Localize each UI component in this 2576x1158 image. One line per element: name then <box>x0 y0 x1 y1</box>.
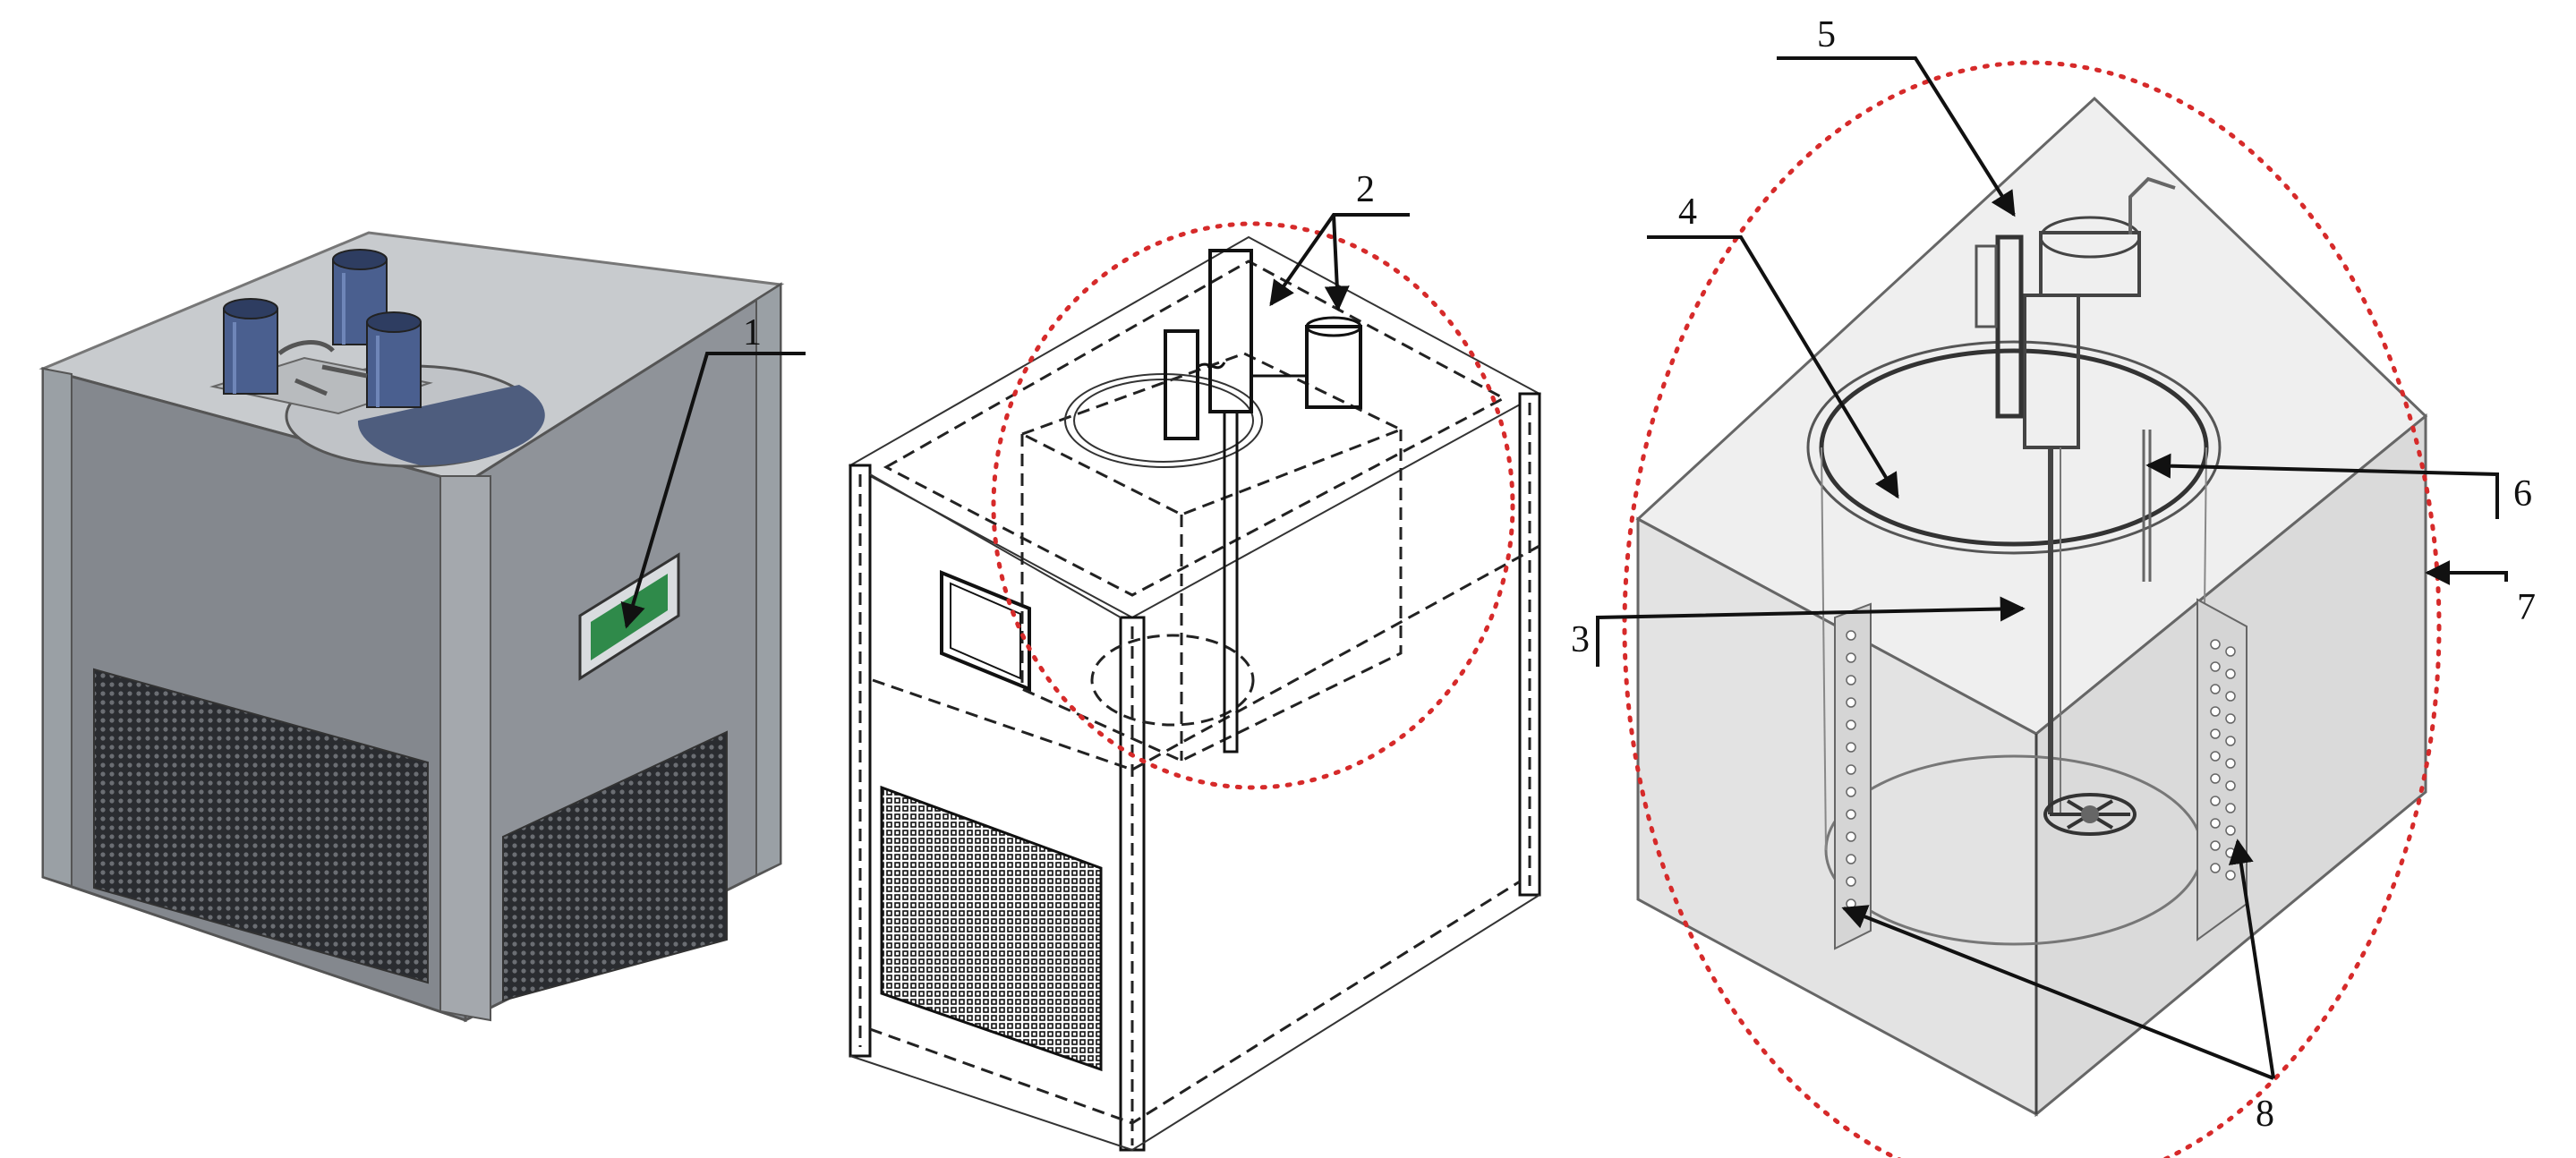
frame-display <box>940 570 1031 692</box>
callout-1: 1 <box>743 312 762 353</box>
frame-mid-rail <box>1131 544 1540 771</box>
stirrer-motor-front <box>366 311 422 408</box>
right-vent-grille <box>502 730 728 1002</box>
leader-lines <box>620 56 2508 1080</box>
leader-1 <box>620 352 806 629</box>
cabinet-front-corner <box>439 475 491 1022</box>
frame-top-inner <box>883 260 1507 597</box>
leader-5 <box>1777 56 2016 217</box>
callout-4: 4 <box>1678 192 1697 233</box>
panel-2-wireframe-frame <box>848 221 1542 1152</box>
highlight-ring-panel-2 <box>991 221 1515 790</box>
leader-6 <box>2145 453 2499 519</box>
frame-mid-rail-left <box>872 678 1133 771</box>
callout-2: 2 <box>1356 169 1375 210</box>
baffle-left <box>1834 602 1872 950</box>
tank-top-ring-outer <box>1806 340 2222 555</box>
frame-stirrer-assembly <box>1164 249 1362 754</box>
tank-box-sides <box>1020 430 1403 762</box>
leader-8b <box>2228 839 2275 1079</box>
callout-8: 8 <box>2256 1094 2274 1135</box>
left-vent-grille <box>93 668 429 984</box>
impeller <box>2043 793 2137 836</box>
tank-bottom-ring <box>1090 634 1255 727</box>
stirrer-motor-back <box>332 249 388 345</box>
side-edge-top <box>869 473 1122 618</box>
callout-labels: 1 2 3 4 5 6 7 8 <box>743 14 2536 1135</box>
leader-8a <box>1841 905 2274 1080</box>
panel-1-rendered-cabinet <box>38 231 785 1023</box>
callout-3: 3 <box>1571 619 1590 660</box>
piping <box>277 340 368 396</box>
frame-vent-grille <box>880 785 1103 1072</box>
panel-3-tank-detail <box>1622 60 2442 1158</box>
baffle-right <box>2196 598 2248 941</box>
cyl-left-wall <box>1821 447 1827 851</box>
cabinet-left-corner <box>42 367 73 888</box>
leader-3 <box>1596 596 2026 667</box>
callout-6: 6 <box>2513 473 2532 515</box>
stirrer-motor-left <box>223 298 278 395</box>
callout-5: 5 <box>1817 14 1836 55</box>
leader-4 <box>1647 235 1899 499</box>
frame-display-inner <box>950 582 1021 680</box>
leader-7 <box>2425 560 2508 585</box>
highlight-ring-panel-3 <box>1622 60 2442 1158</box>
callout-7: 7 <box>2517 587 2536 628</box>
cabinet-right-corner <box>755 283 781 877</box>
tank-lid-panel <box>357 385 545 465</box>
leader-2b <box>1324 214 1350 311</box>
frame-bottom-inner <box>869 880 1521 1125</box>
frame-bottom-front <box>849 894 1540 1152</box>
